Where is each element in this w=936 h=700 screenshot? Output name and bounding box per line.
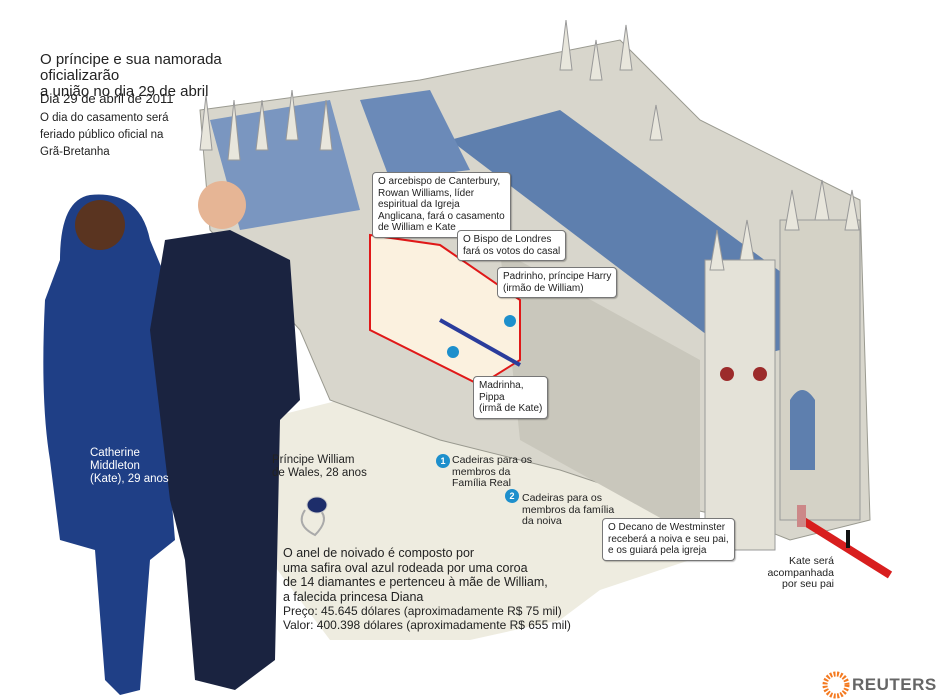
father-figure [846,530,850,548]
ring-price: Preço: 45.645 dólares (aproximadamente R… [283,604,562,618]
legend-number-1: 1 [436,454,450,468]
william-head [198,181,246,229]
father-label: Kate será acompanhada por seu pai [762,555,834,591]
title-line: O príncipe e sua namorada oficializarão [40,51,222,84]
date-description: O dia do casamento será feriado público … [40,110,180,161]
text-line: de 14 diamantes e pertenceu à mãe de Wil… [283,575,548,589]
ring-prices: Preço: 45.645 dólares (aproximadamente R… [283,604,571,632]
text-line: por seu pai [782,578,834,590]
catherine-figure [43,194,176,695]
ring-icon [300,509,325,537]
text-line: feriado público oficial na [40,129,164,141]
text-line: Padrinho, príncipe Harry [503,271,612,282]
door [797,505,806,527]
william-label: Príncipe William de Wales, 28 anos [272,454,367,480]
text-line: O arcebispo de Canterbury, [378,176,501,187]
west-tower-left [704,259,776,551]
text-line: fará os votos do casal [463,245,561,257]
west-tower-right [779,219,861,521]
text-line: Cadeiras para os [452,454,532,466]
text-line: Madrinha, [479,380,524,391]
callout-dean: O Decano de Westminster receberá a noiva… [602,518,735,561]
catherine-head [75,200,125,250]
west-window [790,390,815,470]
blue-carpet [439,318,521,367]
sapphire-icon [306,496,328,514]
text-line: receberá a noiva e seu pai, [608,533,729,545]
text-line: O Bispo de Londres [463,234,552,245]
reuters-logo-text: REUTERS [852,675,936,694]
text-line: membros da família [522,503,615,516]
ring-description: O anel de noivado é composto por uma saf… [283,546,583,604]
legend-marker-2 [447,346,459,358]
date-heading: Dia 29 de abril de 2011 [40,91,174,106]
text-line: a falecida princesa Diana [283,589,424,604]
ground-shadow [260,380,700,640]
text-line: O anel de noivado é composto por [283,546,475,560]
text-line: e os guiará pela igreja [608,545,707,556]
callout-archbishop: O arcebispo de Canterbury, Rowan William… [372,172,511,238]
text-line: (irmão de William) [503,282,584,294]
text-line: Catherine [90,447,140,459]
callout-best-man: Padrinho, príncipe Harry (irmão de Willi… [497,267,618,298]
text-line: membros da [452,465,511,478]
text-line: (irmã de Kate) [479,403,543,414]
text-line: de William e Kate [378,222,456,233]
text-line: (Kate), 29 anos [90,473,169,485]
text-line: Anglicana, fará o casamento [378,210,505,222]
callout-maid-of-honor: Madrinha, Pippa (irmã de Kate) [473,376,549,419]
text-line: O Decano de Westminster [608,522,726,533]
transept-roof [360,90,470,180]
spires [199,19,860,271]
interior-cutaway [369,233,521,387]
text-line: Rowan Williams, líder [378,187,475,199]
text-line: Príncipe William [272,454,355,466]
clock-left [720,367,734,381]
text-line: Família Real [452,477,511,489]
north-face [500,250,700,540]
text-line: espiritual da Igreja [378,199,460,210]
text-line: de Wales, 28 anos [272,467,367,479]
page-title: O príncipe e sua namorada oficializarão … [40,52,300,100]
legend-marker-1 [504,315,516,327]
legend-item-1: Cadeiras para os membros da Família Real [452,454,532,490]
text-line: O dia do casamento será [40,112,169,124]
text-line: Middleton [90,460,140,472]
catherine-label: Catherine Middleton (Kate), 29 anos [90,447,169,486]
ring-value: Valor: 400.398 dólares (aproximadamente … [283,618,571,632]
william-figure [150,230,300,690]
text-line: Kate será [789,555,834,567]
text-line: Pippa [479,391,505,403]
title-line: a união no dia 29 de abril [40,83,209,100]
legend-item-2: Cadeiras para os membros da família da n… [522,492,615,528]
text-line: Cadeiras para os [522,492,602,504]
legend-number-2: 2 [505,489,519,503]
text-line: da noiva [522,515,562,527]
text-line: uma safira oval azul rodeada por uma cor… [283,560,528,575]
clock-right [753,367,767,381]
text-line: acompanhada [767,566,834,579]
text-line: Grã-Bretanha [40,146,110,158]
reuters-logo-icon [822,671,850,699]
callout-bishop: O Bispo de Londres fará os votos do casa… [457,230,567,261]
